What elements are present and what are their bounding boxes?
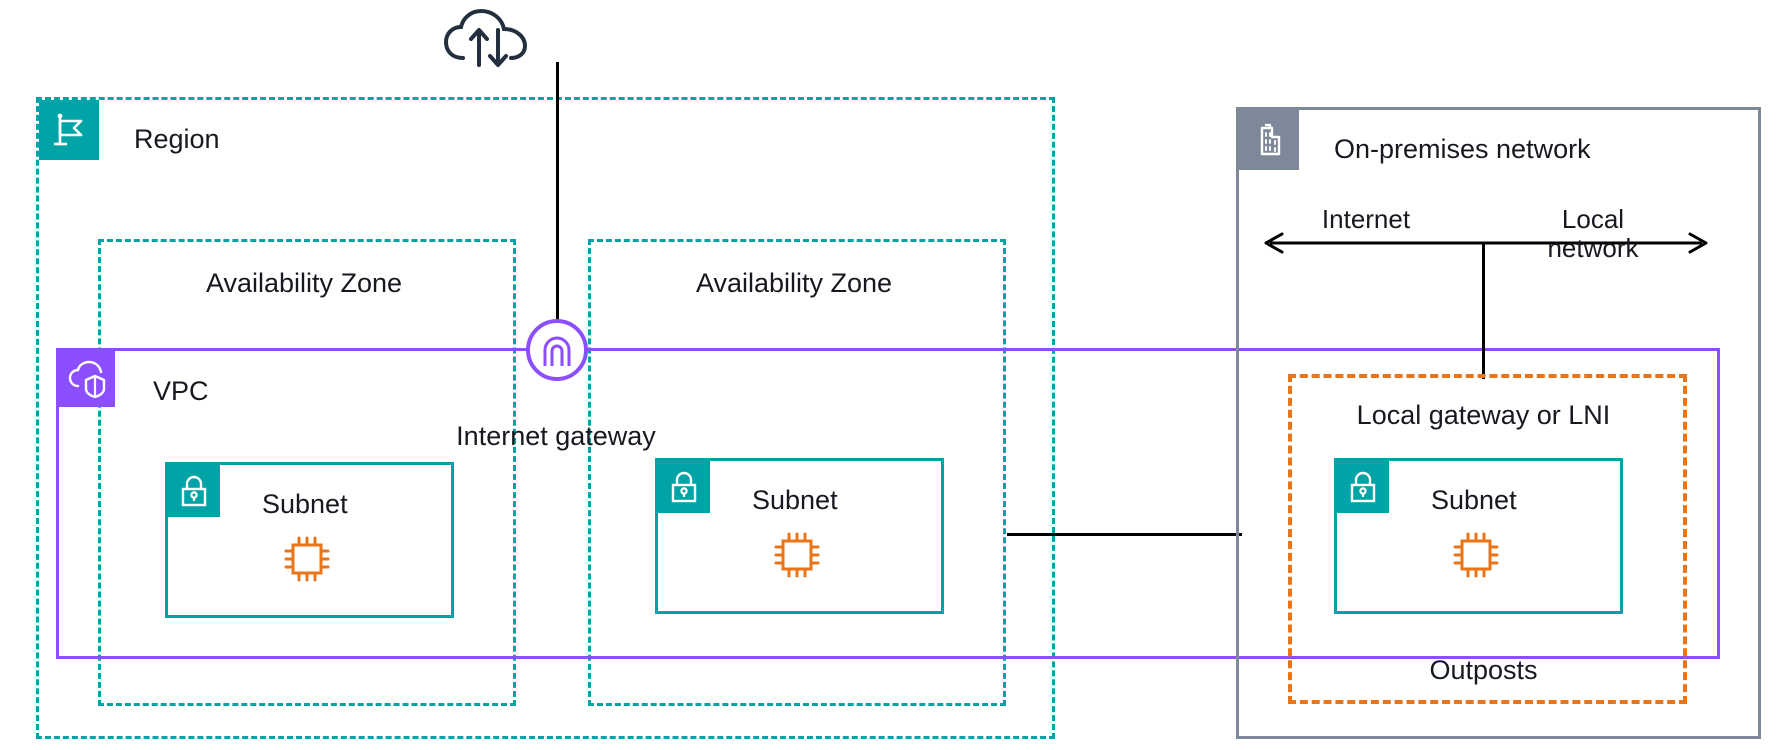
local-gateway-label: Local gateway or LNI — [1356, 400, 1611, 430]
onprem-to-outposts-wire — [1482, 243, 1485, 379]
local-network-line2: network — [1547, 232, 1639, 263]
local-network-line1: Local — [1561, 204, 1625, 234]
vpc-boundary — [56, 348, 1720, 659]
subnet-1-label: Subnet — [262, 489, 348, 519]
region-flag-icon — [39, 100, 99, 160]
internet-direction-label: Internet — [1321, 204, 1411, 234]
subnet-2-boundary — [655, 458, 944, 614]
subnet-3-label: Subnet — [1431, 485, 1517, 515]
availability-zone-1-boundary — [98, 239, 516, 706]
subnet-to-outposts-wire — [1007, 533, 1242, 536]
subnet-3-boundary — [1334, 458, 1623, 614]
subnet-lock-icon — [168, 465, 220, 517]
ec2-instance-icon — [281, 533, 333, 590]
outposts-footer-label: Outposts — [1429, 655, 1538, 685]
subnet-1-boundary — [165, 462, 454, 618]
internet-gateway-label: Internet gateway — [456, 421, 656, 451]
on-premises-building-icon — [1239, 110, 1299, 170]
internet-gateway-icon — [526, 319, 588, 381]
vpc-label: VPC — [153, 376, 209, 406]
traffic-direction-arrow — [1256, 230, 1716, 261]
region-boundary — [36, 97, 1055, 739]
outposts-boundary — [1288, 374, 1687, 704]
region-label: Region — [134, 124, 220, 154]
subnet-lock-icon — [658, 461, 710, 513]
ec2-instance-icon — [771, 529, 823, 586]
availability-zone-2-boundary — [588, 239, 1006, 706]
availability-zone-1-label: Availability Zone — [205, 268, 403, 298]
availability-zone-2-label: Availability Zone — [695, 268, 893, 298]
on-premises-label: On-premises network — [1334, 134, 1591, 164]
internet-to-igw-wire — [556, 62, 559, 350]
on-premises-boundary — [1236, 107, 1761, 739]
subnet-2-label: Subnet — [752, 485, 838, 515]
local-network-direction-label: Local network — [1498, 205, 1688, 262]
ec2-instance-icon — [1450, 529, 1502, 586]
subnet-lock-icon — [1337, 461, 1389, 513]
internet-cloud-arrows-icon — [443, 8, 529, 73]
vpc-cloud-icon — [59, 351, 115, 407]
